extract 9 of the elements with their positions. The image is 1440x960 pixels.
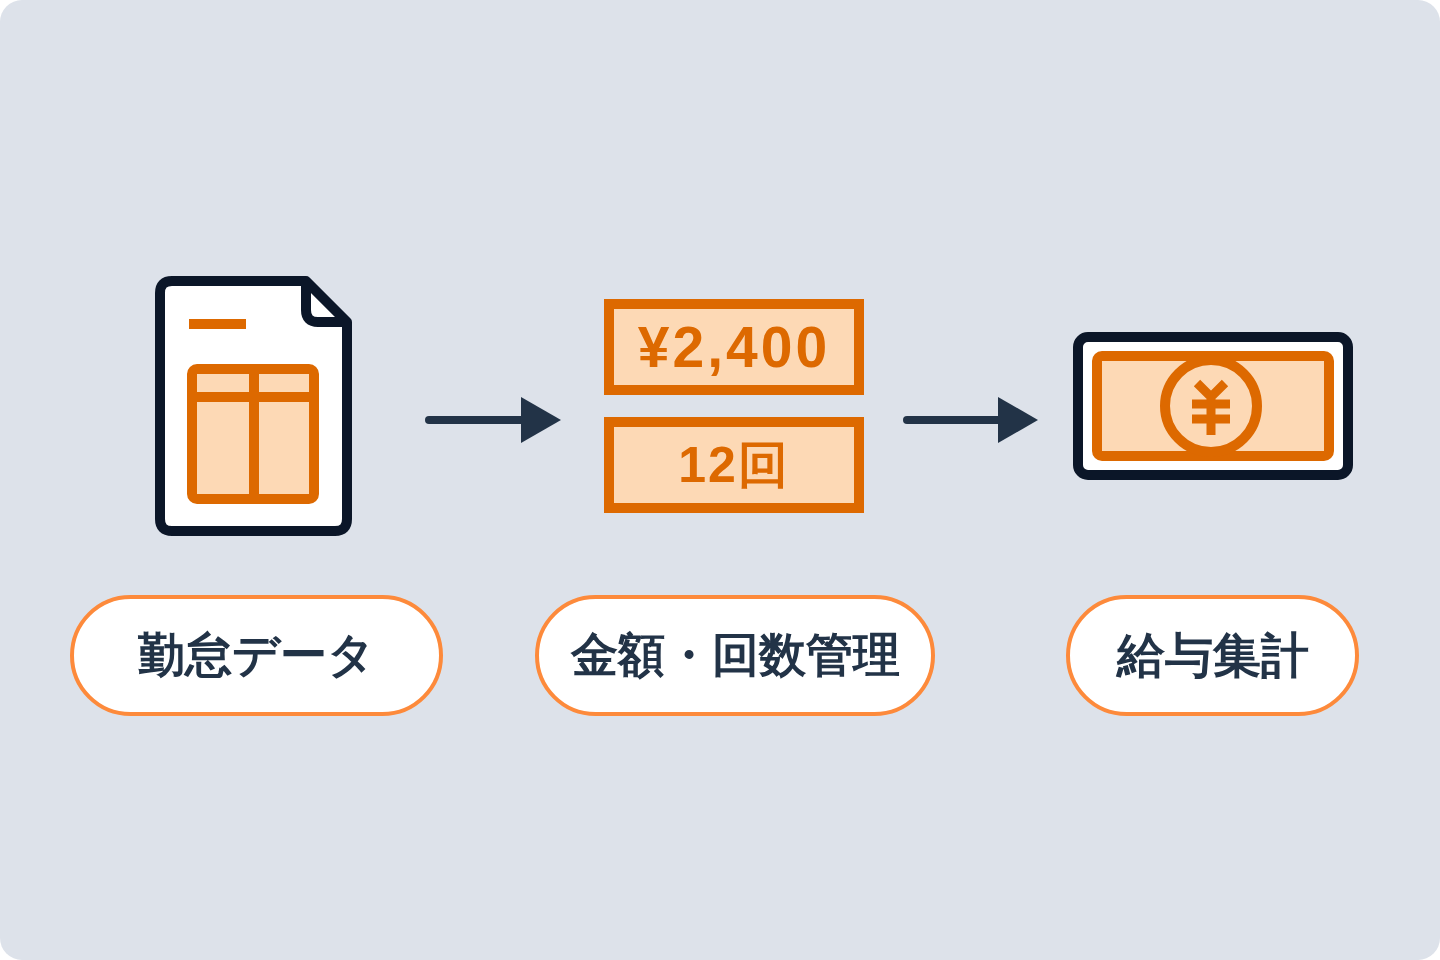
value-box: 12回 bbox=[604, 417, 864, 513]
arrow bbox=[425, 397, 561, 443]
arrow bbox=[903, 397, 1038, 443]
document-icon bbox=[155, 276, 352, 536]
banknote-icon bbox=[1073, 332, 1353, 480]
label-pill: 金額・回数管理 bbox=[535, 595, 935, 716]
value-box: ¥2,400 bbox=[604, 299, 864, 395]
label-pill: 勤怠データ bbox=[70, 595, 443, 716]
label-pill: 給与集計 bbox=[1066, 595, 1359, 716]
